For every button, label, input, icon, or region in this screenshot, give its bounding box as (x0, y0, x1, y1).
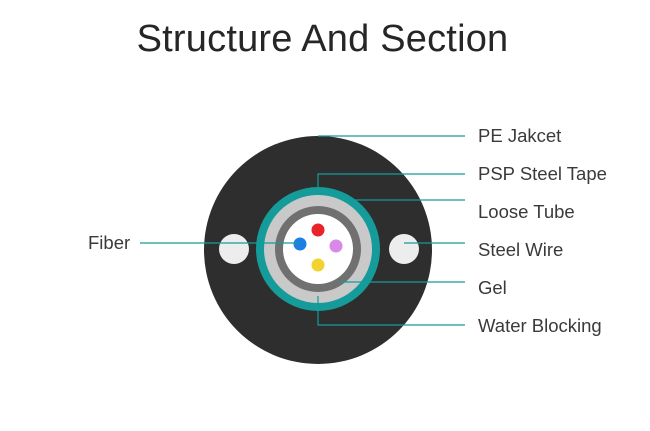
fiber-blue (293, 237, 307, 251)
label-psp-steel-tape: PSP Steel Tape (478, 163, 607, 184)
label-fiber: Fiber (88, 232, 131, 253)
label-pe-jacket: PE Jakcet (478, 125, 562, 146)
label-loose-tube: Loose Tube (478, 201, 575, 222)
leader-line-water-blocking (317, 296, 465, 326)
steel-wire-right (389, 234, 419, 264)
page-title: Structure And Section (136, 18, 509, 60)
fiber-yellow (311, 258, 325, 272)
label-steel-wire: Steel Wire (478, 239, 564, 260)
label-gel: Gel (478, 277, 507, 298)
fiber-violet (329, 239, 343, 253)
leader-line-psp-steel-tape (317, 173, 465, 187)
label-water-blocking: Water Blocking (478, 315, 602, 336)
gel-layer (283, 214, 353, 284)
fiber-red (311, 223, 325, 237)
steel-wire-left (219, 234, 249, 264)
